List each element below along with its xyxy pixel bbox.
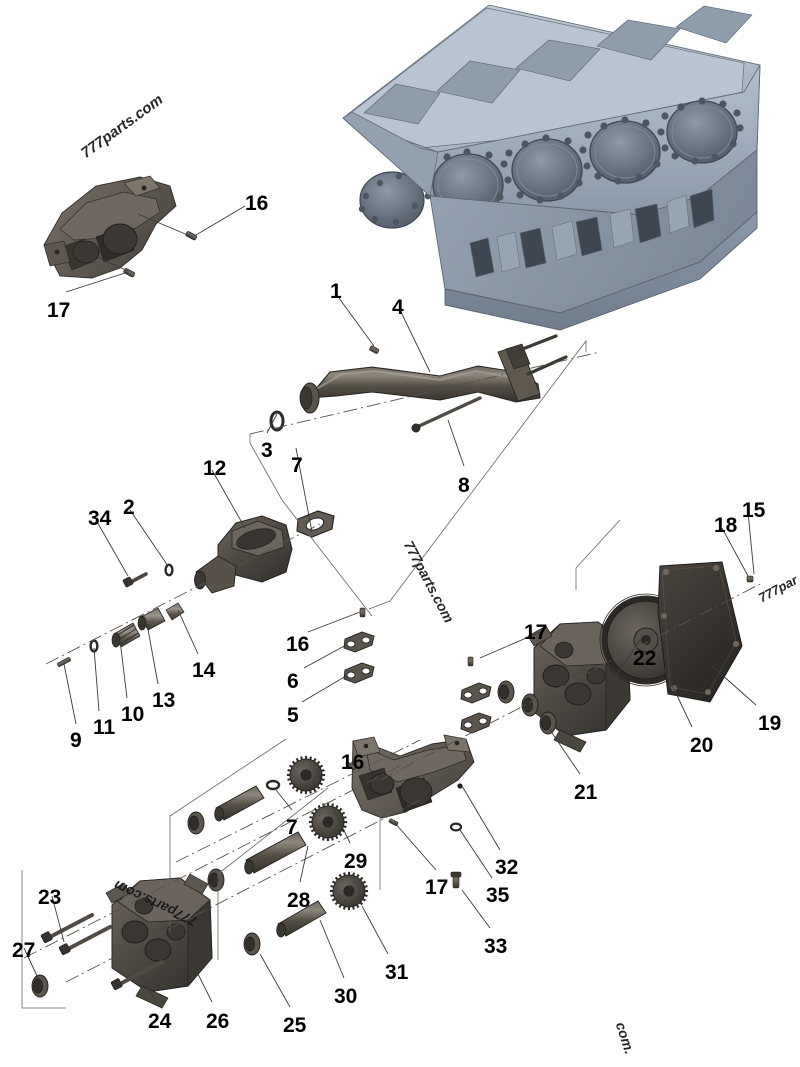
pin-9	[57, 657, 71, 667]
bolt-33	[450, 871, 462, 889]
callout-27[interactable]: 27	[12, 939, 36, 962]
plates-5-6-and-bolt-16	[343, 607, 492, 734]
part-17-support-bracket	[43, 175, 197, 279]
callout-4[interactable]: 4	[392, 296, 404, 319]
bolt-24	[110, 960, 164, 991]
part-12-pump-inlet-housing	[194, 510, 335, 594]
bolt-16-lower	[346, 762, 357, 770]
leader-group-boxes	[21, 339, 621, 1009]
screw-34	[122, 572, 148, 588]
plate-32-lower	[460, 712, 492, 734]
bolt-17-plates	[467, 656, 474, 667]
part-19-cover-plate	[657, 561, 754, 703]
callout-8[interactable]: 8	[458, 474, 470, 497]
spring-sleeve-10	[111, 622, 141, 648]
valve-piston-13	[137, 607, 166, 631]
callout-7b[interactable]: 7	[286, 816, 298, 839]
callout-23[interactable]: 23	[38, 886, 62, 909]
callout-19[interactable]: 19	[758, 712, 782, 735]
bushing-27	[31, 974, 49, 998]
callout-31[interactable]: 31	[385, 961, 409, 984]
callout-14[interactable]: 14	[192, 659, 216, 682]
callout-16b[interactable]: 16	[286, 633, 310, 656]
bushings-21	[497, 680, 557, 735]
callout-2[interactable]: 2	[123, 496, 135, 519]
callout-34[interactable]: 34	[88, 507, 112, 530]
callout-30[interactable]: 30	[334, 985, 358, 1008]
bolts-23	[40, 913, 112, 956]
callout-32[interactable]: 32	[495, 856, 519, 879]
assembly-centerlines	[23, 351, 761, 983]
bolt-16-plates	[359, 607, 366, 618]
callout-17c[interactable]: 17	[425, 876, 449, 899]
plate-32-upper	[460, 682, 492, 704]
callout-3[interactable]: 3	[261, 439, 273, 462]
plug-14	[165, 602, 185, 621]
callout-1[interactable]: 1	[330, 280, 342, 303]
callout-20[interactable]: 20	[690, 734, 714, 757]
callout-18[interactable]: 18	[714, 514, 738, 537]
bolt-1	[369, 345, 380, 354]
callout-10[interactable]: 10	[121, 703, 145, 726]
part-4-oil-suction-tube	[269, 334, 568, 433]
bolt-8-long	[411, 396, 482, 433]
callout-16a[interactable]: 16	[245, 192, 269, 215]
washer-35	[449, 822, 463, 832]
callout-25[interactable]: 25	[283, 1014, 307, 1037]
shaft-row-b	[207, 802, 348, 892]
callout-26[interactable]: 26	[206, 1010, 230, 1033]
callout-5[interactable]: 5	[287, 704, 299, 727]
callout-29[interactable]: 29	[344, 850, 368, 873]
callout-12[interactable]: 12	[203, 457, 227, 480]
callout-15[interactable]: 15	[742, 499, 766, 522]
callout-11[interactable]: 11	[93, 716, 116, 739]
callout-17a[interactable]: 17	[47, 299, 71, 322]
oring-3	[269, 410, 285, 432]
plate-6	[343, 631, 375, 653]
relief-valve-components	[57, 563, 185, 667]
callout-22[interactable]: 22	[633, 647, 657, 670]
callout-9[interactable]: 9	[70, 729, 82, 752]
shaft-row-a	[187, 755, 326, 835]
bolt-18	[746, 575, 754, 583]
callout-6[interactable]: 6	[287, 670, 299, 693]
bolt-16-top	[185, 231, 197, 241]
callout-21[interactable]: 21	[574, 781, 598, 804]
part-26-pump-housing	[105, 873, 213, 1009]
callout-13[interactable]: 13	[152, 689, 176, 712]
callout-17b[interactable]: 17	[524, 621, 548, 644]
engine-block-illustration	[342, 4, 761, 331]
callout-35[interactable]: 35	[486, 884, 510, 907]
callout-33[interactable]: 33	[484, 935, 508, 958]
callout-24[interactable]: 24	[148, 1010, 172, 1033]
callout-16c[interactable]: 16	[341, 751, 365, 774]
shafts-and-gears-lower	[31, 755, 369, 998]
leader-lines	[23, 205, 757, 1008]
callout-28[interactable]: 28	[287, 889, 311, 912]
part-17-lower-bracket	[346, 734, 475, 889]
callout-7a[interactable]: 7	[291, 454, 303, 477]
washer-2	[164, 563, 174, 577]
plate-5	[343, 662, 375, 684]
